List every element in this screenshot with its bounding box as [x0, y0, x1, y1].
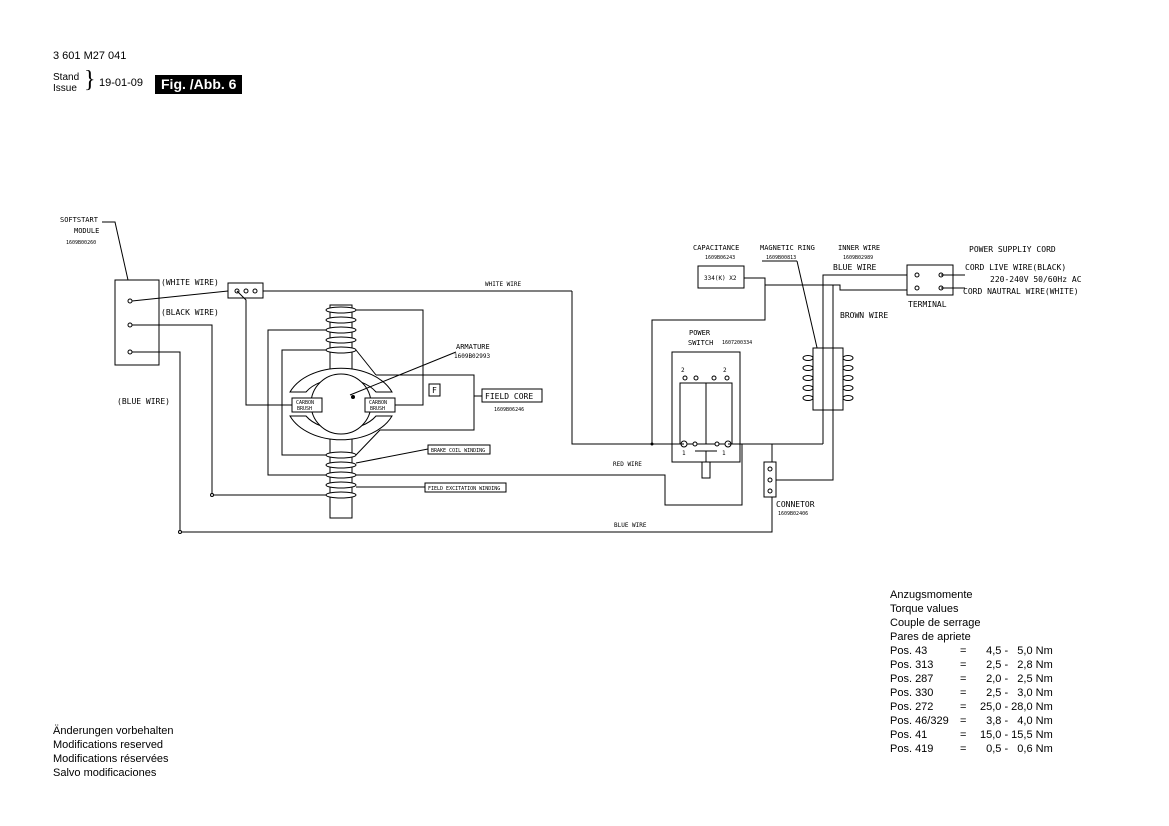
torque-row: Pos. 41=15,0 - 15,5 Nm: [890, 729, 1053, 741]
torque-values-table: Anzugsmomente Torque values Couple de se…: [890, 588, 1072, 756]
wire-field-core: [376, 374, 475, 431]
brake-coil-label: BRAKE COIL WINDING: [431, 448, 485, 454]
capacitor: [697, 265, 745, 289]
wire-coil-inner: [281, 349, 326, 456]
power-switch-part: 1607200334: [722, 340, 752, 346]
blue-wire-paren-label: (BLUE WIRE): [117, 397, 170, 406]
white-wire-label: WHITE WIRE: [485, 281, 522, 288]
connector-part: 1609B02406: [778, 511, 808, 517]
carbon-brush-left-label-1: CARBON: [296, 400, 314, 406]
note-en: Modifications reserved: [53, 739, 164, 751]
magnetic-ring: [812, 347, 844, 411]
cord-voltage-label: 220-240V 50/60Hz AC: [990, 275, 1082, 284]
torque-row: Pos. 43= 4,5 - 5,0 Nm: [890, 645, 1053, 657]
wire-red: [356, 474, 666, 505]
torque-row: Pos. 313= 2,5 - 2,8 Nm: [890, 659, 1053, 671]
f-mark: F: [432, 386, 437, 395]
torque-row: Pos. 419= 0,5 - 0,6 Nm: [890, 743, 1053, 755]
brake-coil-box: [427, 444, 491, 455]
blue-wire-top-label: BLUE WIRE: [833, 263, 877, 272]
wire-capacitor: [651, 277, 766, 444]
stand-issue-label: Stand Issue: [53, 72, 79, 94]
armature-label: ARMATURE: [456, 343, 490, 351]
wire-coil-left: [267, 329, 326, 476]
capacitance-label: CAPACITANCE: [693, 244, 739, 252]
switch-terminal-1a: 1: [682, 450, 686, 457]
power-switch-label-1: POWER: [689, 329, 711, 337]
torque-row: Pos. 330= 2,5 - 3,0 Nm: [890, 687, 1053, 699]
capacitor-value: 334(K) X2: [704, 275, 737, 282]
softstart-terminal-blue: [127, 349, 133, 355]
part-number: 3 601 M27 041: [53, 50, 127, 62]
wire-white-module: [131, 290, 229, 302]
magnetic-ring-label: MAGNETIC RING: [760, 244, 815, 252]
power-supply-cord-label: POWER SUPPLIY CORD: [969, 245, 1056, 254]
inner-wire-label: INNER WIRE: [838, 244, 880, 252]
magnetic-ring-windings: [802, 355, 854, 401]
wire-upper-coil-to-brush: [356, 309, 424, 406]
stand-label: Stand: [53, 72, 80, 83]
carbon-brush-left-label-2: BRUSH: [297, 406, 312, 412]
terminal-block: [906, 264, 954, 296]
wire-black: [132, 324, 330, 496]
wire-red-to-switch: [664, 444, 743, 506]
switch-terminal-2a: 2: [681, 367, 685, 374]
cord-neutral-label: CORD NAUTRAL WIRE(WHITE): [963, 287, 1079, 296]
softstart-module: MODULE: [74, 227, 99, 235]
switch-trigger: [701, 461, 711, 479]
brace: }: [84, 67, 96, 93]
note-es: Salvo modificaciones: [53, 767, 157, 779]
softstart-terminal-black: [127, 322, 133, 328]
torque-title-en: Torque values: [890, 603, 959, 615]
white-wire-paren-label: (WHITE WIRE): [161, 278, 219, 287]
cord-live-label: CORD LIVE WIRE(BLACK): [965, 263, 1066, 272]
torque-row: Pos. 272=25,0 - 28,0 Nm: [890, 701, 1053, 713]
carbon-brush-right-label-2: BRUSH: [370, 406, 385, 412]
brown-wire-label: BROWN WIRE: [840, 311, 888, 320]
modification-notes: Änderungen vorbehalten Modifications res…: [53, 724, 173, 780]
switch-terminal-1b: 1: [722, 450, 726, 457]
terminal-label: TERMINAL: [908, 300, 947, 309]
carbon-brush-right-label-1: CARBON: [369, 400, 387, 406]
field-excitation-label: FIELD EXCITATION WINDING: [428, 486, 500, 492]
softstart-title: SOFTSTART: [60, 216, 99, 224]
figure-label: Fig. /Abb. 6: [155, 75, 243, 94]
wire-live-to-terminal: [822, 274, 910, 348]
torque-row: Pos. 46/329= 3,8 - 4,0 Nm: [890, 715, 1053, 727]
torque-title-de: Anzugsmomente: [890, 589, 973, 601]
issue-label: Issue: [53, 83, 77, 94]
wire-white-to-switch: [571, 291, 652, 445]
capacitance-part: 1609B06243: [705, 255, 735, 261]
softstart-part: 1609B00260: [66, 240, 96, 246]
switch-terminal-2b: 2: [723, 367, 727, 374]
f-mark-box: [428, 383, 441, 397]
wire-ring-to-connector: [775, 444, 834, 481]
field-excitation-box: [424, 482, 507, 493]
field-core-label: FIELD CORE: [485, 392, 533, 401]
torque-row: Pos. 287= 2,0 - 2,5 Nm: [890, 673, 1053, 685]
torque-title-es: Pares de apriete: [890, 631, 971, 643]
softstart-module-box: [114, 279, 160, 366]
field-core-box: [481, 388, 543, 403]
note-fr: Modifications réservées: [53, 753, 169, 765]
red-wire-label: RED WIRE: [613, 461, 642, 468]
armature-part: 1609B02993: [454, 353, 491, 360]
upper-coil: [325, 306, 357, 354]
issue-date: 19-01-09: [99, 77, 144, 89]
softstart-terminal-white: [127, 298, 133, 304]
magnetic-ring-part: 1609B00813: [766, 255, 796, 261]
softstart-leader: [102, 221, 129, 281]
field-core-part: 1609B06246: [494, 407, 524, 413]
blue-wire-bottom-label: BLUE WIRE: [614, 522, 647, 529]
black-wire-paren-label: (BLACK WIRE): [161, 308, 219, 317]
wire-to-left-brush: [236, 290, 292, 406]
note-de: Änderungen vorbehalten: [53, 725, 174, 737]
torque-title-fr: Couple de serrage: [890, 617, 981, 629]
power-switch-label-2: SWITCH: [688, 339, 713, 347]
inner-wire-part: 1609B02989: [843, 255, 873, 261]
connector-label: CONNETOR: [776, 500, 815, 509]
